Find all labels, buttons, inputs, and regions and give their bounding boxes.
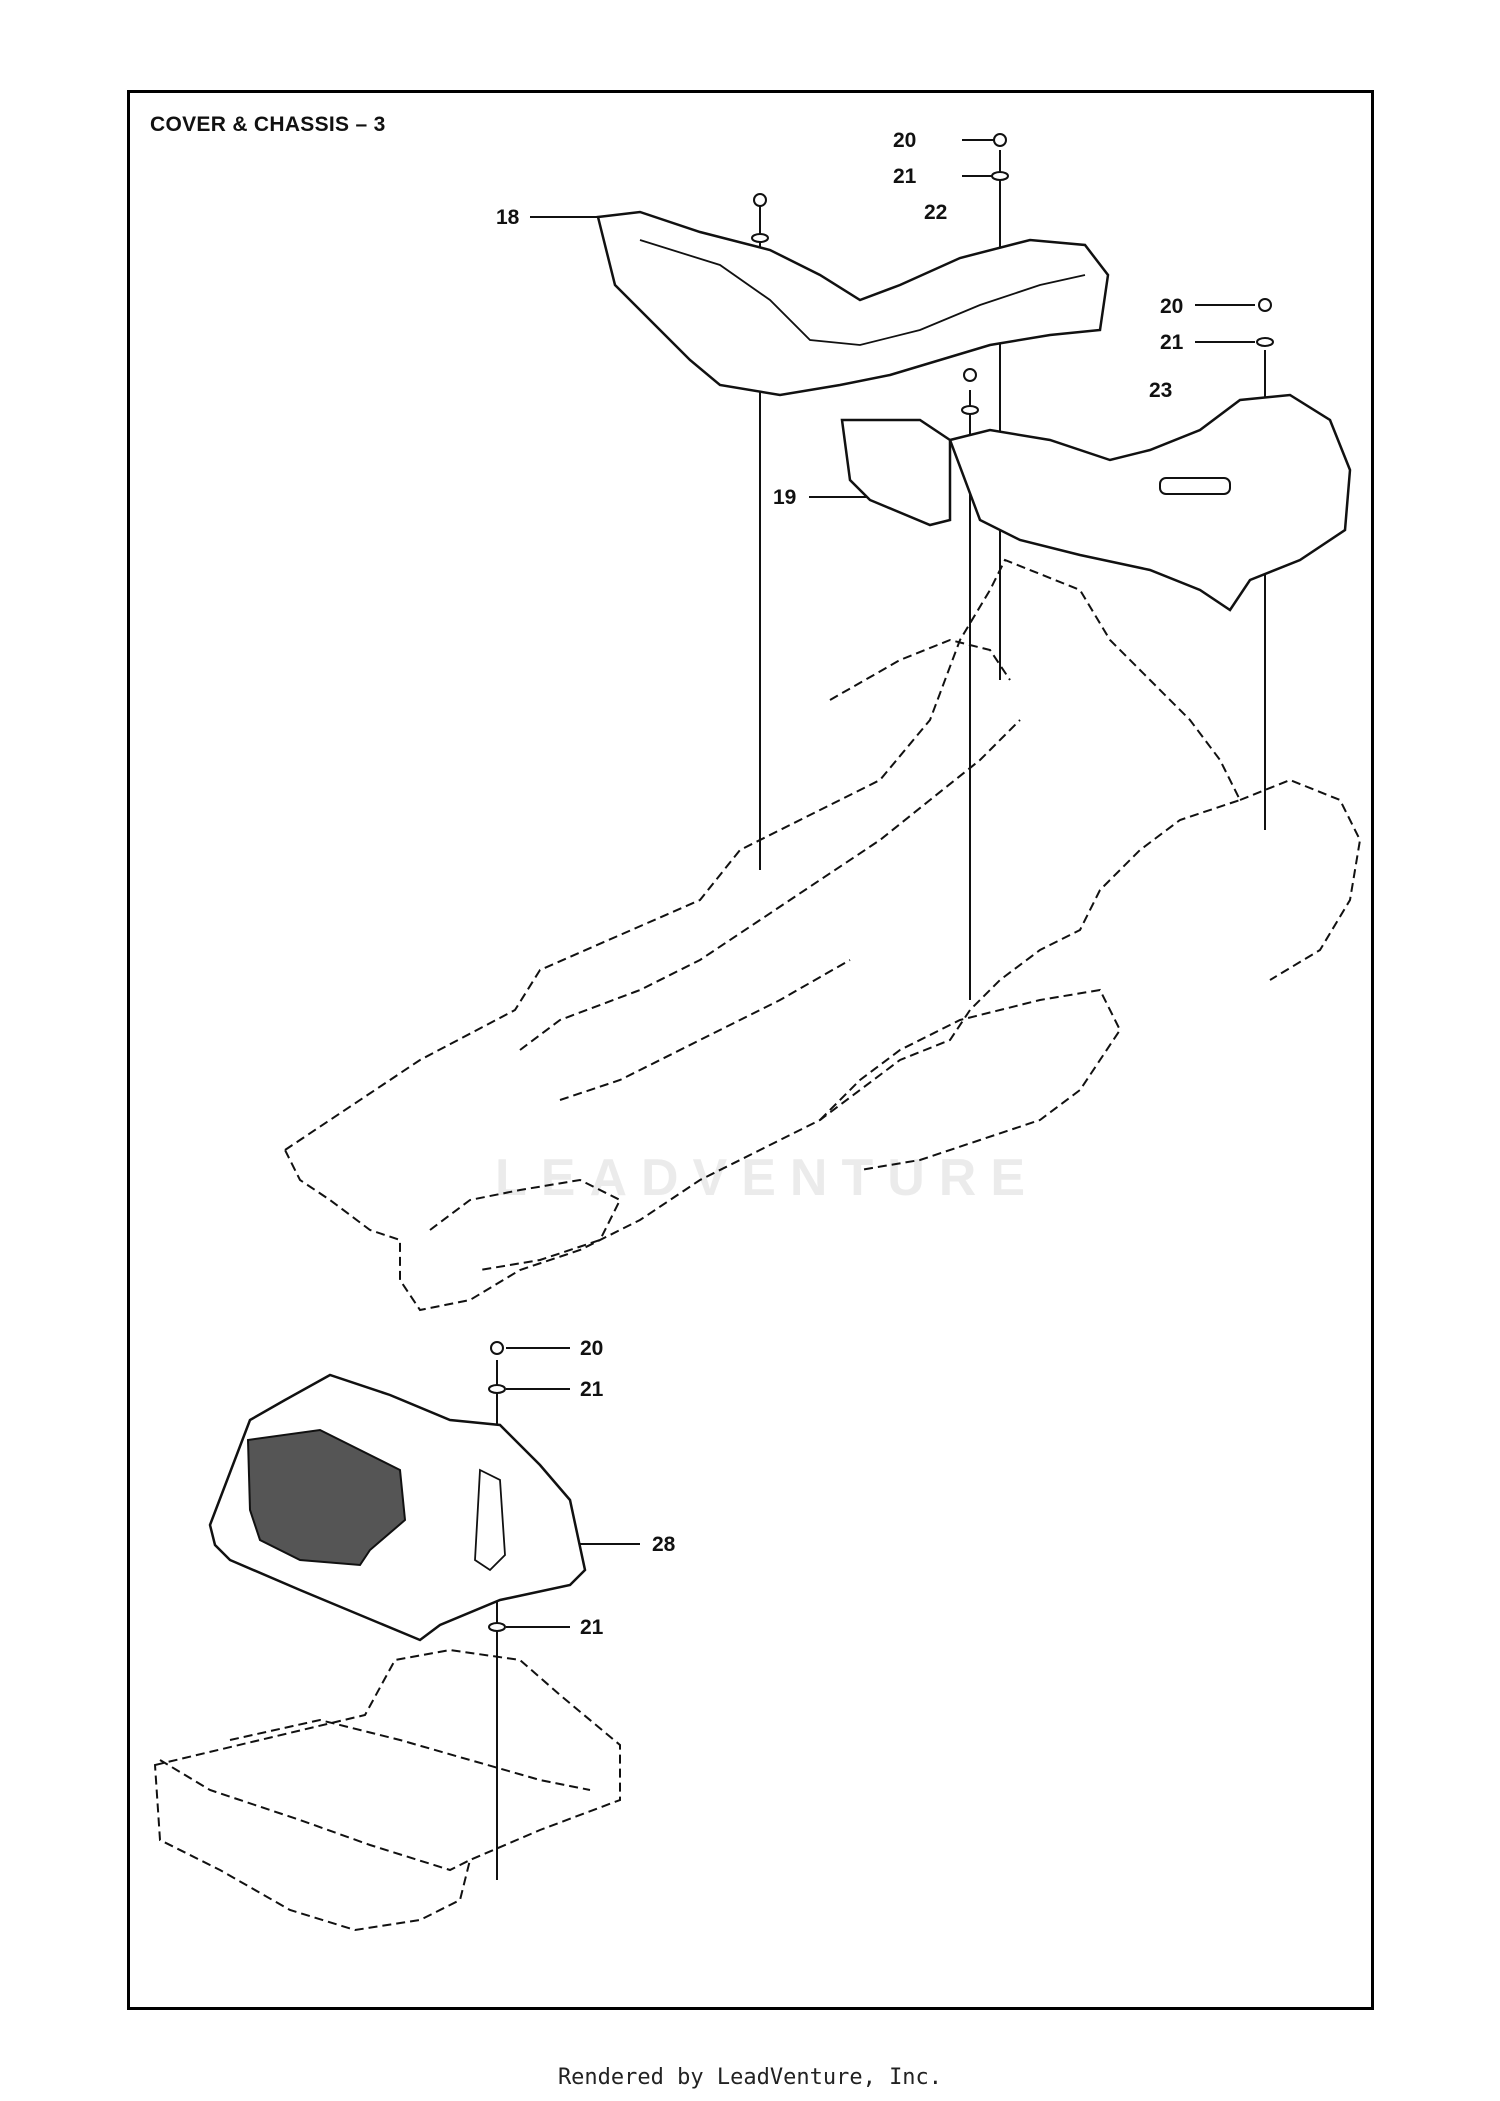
hood-grille [246,1428,407,1567]
washer-icon [751,233,769,243]
front-base-inner [229,1718,591,1791]
chassis-frame-inner [519,719,1021,1051]
screw-icon [753,193,767,207]
screw-icon [1258,298,1272,312]
diagram-frame [127,90,1374,2010]
callout-20: 20 [1160,295,1184,318]
screw-icon [963,368,977,382]
callout-18: 18 [496,206,520,229]
screw-icon [490,1341,504,1355]
chassis-crossbar [559,959,851,1101]
footer-credit: Rendered by LeadVenture, Inc. [557,2065,943,2090]
washer-icon [1256,337,1274,347]
seat-rail-right [1239,778,1362,981]
washer-icon [991,171,1009,181]
callout-21: 21 [1160,331,1184,354]
seat-slot [1159,477,1231,495]
front-bumper [159,1759,471,1872]
callout-20: 20 [893,129,917,152]
seat-pan-part [948,393,1352,612]
hood-ridge [474,1468,506,1572]
callout-22: 22 [924,201,948,224]
front-base-frame [153,1648,621,1932]
washer-icon [488,1622,506,1632]
bracket-part [840,418,952,527]
washer-icon [488,1384,506,1394]
rear-fender-inner [639,239,1086,346]
washer-icon [961,405,979,415]
callout-21: 21 [580,1378,604,1401]
callout-23: 23 [1149,379,1173,402]
front-mount-plate [429,1178,622,1271]
callout-21: 21 [580,1616,604,1639]
chassis-frame-main [283,558,1242,1312]
callout-28: 28 [652,1533,676,1556]
seat-rail-left [829,638,1011,701]
rear-fender-part [596,210,1110,397]
diagram-title: COVER & CHASSIS – 3 [150,113,386,136]
screw-icon [993,133,1007,147]
callout-20: 20 [580,1337,604,1360]
callout-19: 19 [773,486,797,509]
front-axle-bracket [819,988,1122,1171]
watermark-text: LEADVENTURE [495,1149,1040,1207]
callout-21: 21 [893,165,917,188]
